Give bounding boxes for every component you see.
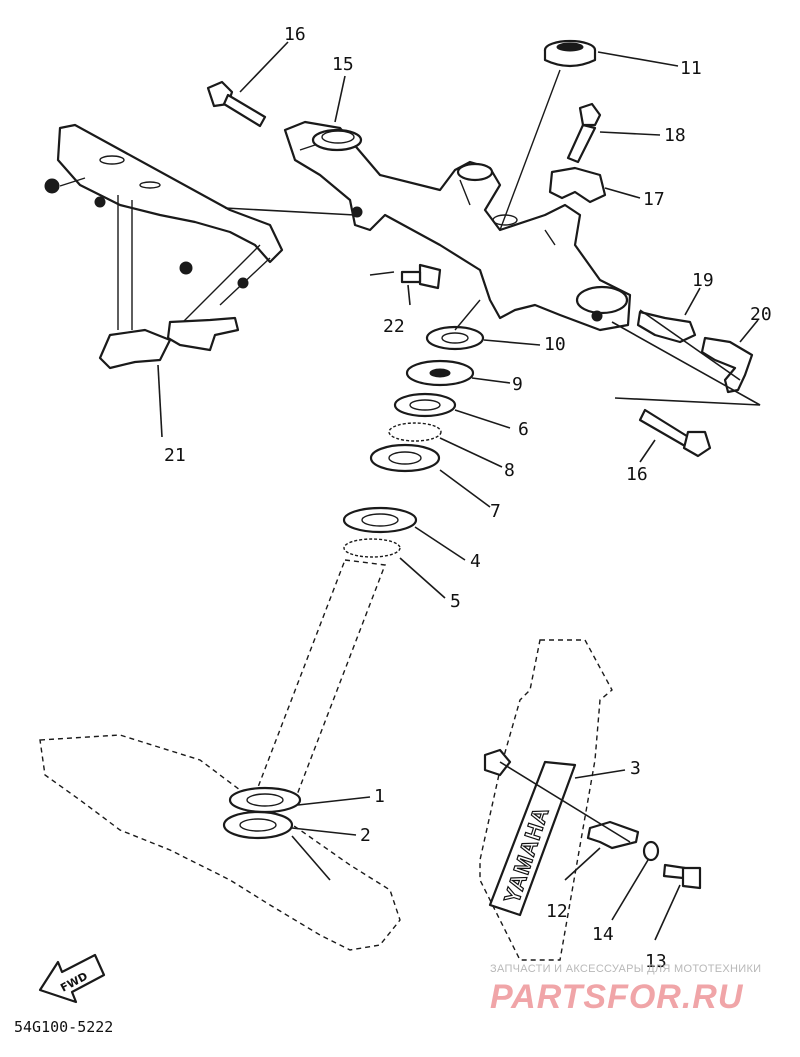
part-2-seal <box>222 810 294 840</box>
watermark-tagline: ЗАПЧАСТИ И АКСЕССУАРЫ ДЛЯ МОТОТЕХНИКИ <box>490 963 761 975</box>
callout-6: 6 <box>518 419 529 440</box>
lower-bracket-outline <box>39 734 401 951</box>
callout-10: 10 <box>544 334 566 355</box>
fwd-arrow: FWD <box>38 953 106 1004</box>
part-6-race <box>393 392 457 418</box>
diagram-code: 54G100-5222 <box>14 1018 113 1036</box>
part-17-clamp <box>548 166 607 204</box>
callout-7: 7 <box>490 501 501 522</box>
part-20-clamp <box>700 336 754 394</box>
callout-5: 5 <box>450 591 461 612</box>
part-12-clamp <box>586 820 640 850</box>
callout-18: 18 <box>664 125 686 146</box>
part-10-ring-nut <box>425 325 485 351</box>
callout-16a: 16 <box>284 24 306 45</box>
callout-21: 21 <box>164 445 186 466</box>
callout-16b: 16 <box>626 464 648 485</box>
part-15-bushing <box>321 130 355 144</box>
fork-marking: YAMAHA <box>499 803 554 906</box>
part-11-cap <box>543 39 597 68</box>
part-16-bolt-right <box>638 408 712 458</box>
callout-8: 8 <box>504 460 515 481</box>
part-14-washer <box>642 840 660 862</box>
callout-1: 1 <box>374 786 385 807</box>
part-21-bracket <box>44 123 284 370</box>
callout-13: 13 <box>645 951 667 972</box>
part-22-bolt <box>400 263 442 290</box>
callout-17: 17 <box>643 189 665 210</box>
callout-9: 9 <box>512 374 523 395</box>
callout-14: 14 <box>592 924 614 945</box>
part-16-bolt-top <box>206 80 267 128</box>
callout-15: 15 <box>332 54 354 75</box>
callout-20: 20 <box>750 304 772 325</box>
callout-2: 2 <box>360 825 371 846</box>
part-1-washer <box>228 786 302 814</box>
callout-11: 11 <box>680 58 702 79</box>
part-5-balls <box>343 538 401 558</box>
watermark: ЗАПЧАСТИ И АКСЕССУАРЫ ДЛЯ МОТОТЕХНИКИ PA… <box>490 963 761 1016</box>
watermark-brand: PARTSFOR.RU <box>490 978 744 1016</box>
callout-19: 19 <box>692 270 714 291</box>
callout-22: 22 <box>383 316 405 337</box>
part-4-race <box>342 506 418 534</box>
part-9-washer <box>405 359 475 387</box>
callout-4: 4 <box>470 551 481 572</box>
callout-3: 3 <box>630 758 641 779</box>
part-7-race <box>369 443 441 473</box>
part-18-bolt <box>566 102 602 164</box>
part-8-balls <box>388 422 442 442</box>
part-13-bolt <box>662 863 702 890</box>
leader-lines <box>157 41 761 941</box>
steering-stem <box>254 559 386 801</box>
part-19-clamp <box>636 310 697 344</box>
callout-labels: 1 2 3 4 5 6 7 8 9 10 11 12 13 14 15 16 1… <box>164 24 772 972</box>
callout-12: 12 <box>546 901 568 922</box>
